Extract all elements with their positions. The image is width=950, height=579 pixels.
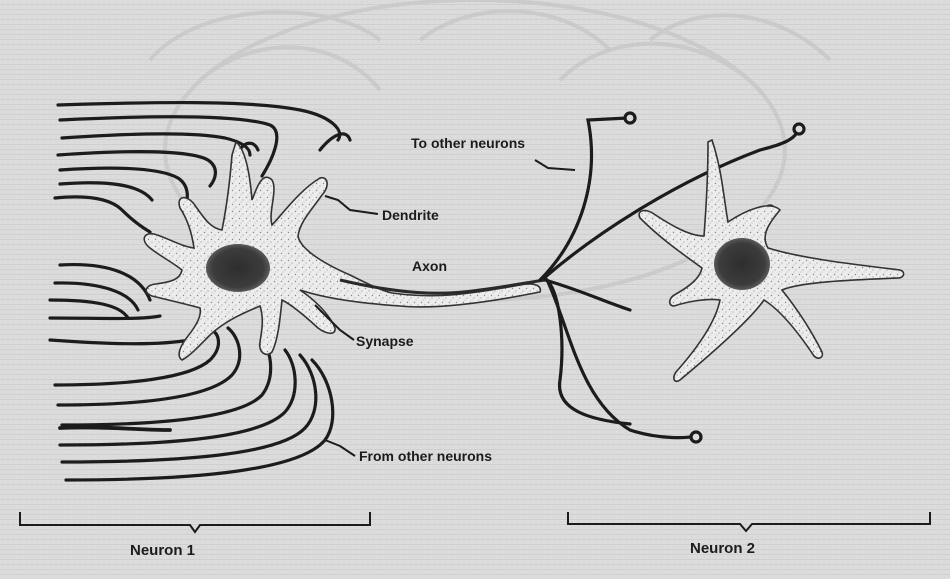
label-neuron-2: Neuron 2 <box>690 540 755 557</box>
label-synapse: Synapse <box>356 333 414 349</box>
neuron-1-nucleus <box>206 244 270 292</box>
label-from-other-neurons: From other neurons <box>359 448 492 464</box>
label-neuron-1: Neuron 1 <box>130 542 195 559</box>
label-dendrite: Dendrite <box>382 207 439 223</box>
label-axon: Axon <box>412 258 447 274</box>
neuron-2-nucleus <box>714 238 770 290</box>
label-to-other-neurons: To other neurons <box>411 135 525 151</box>
